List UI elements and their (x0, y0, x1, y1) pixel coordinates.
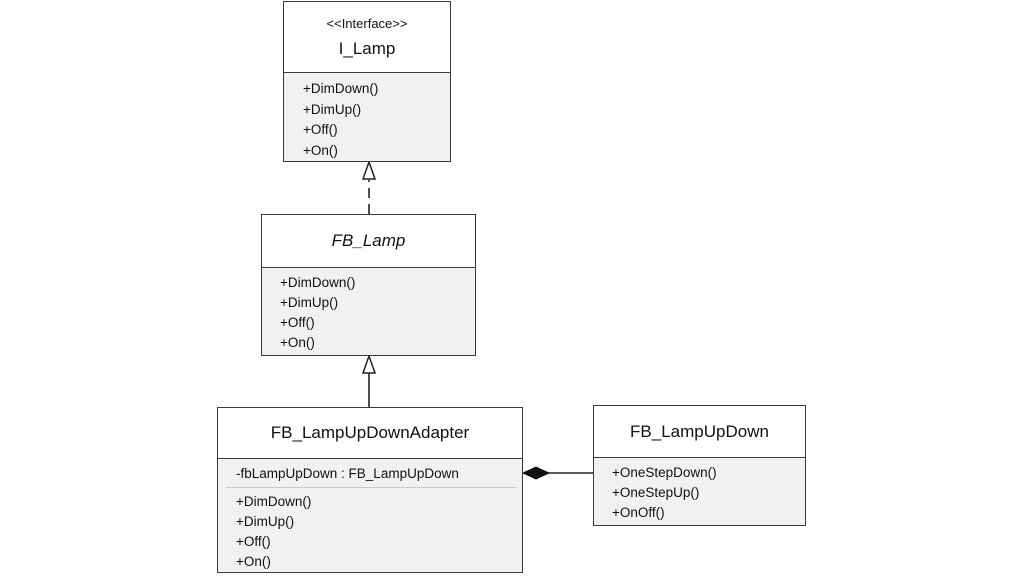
method-item: +DimUp() (280, 295, 339, 310)
method-item: +Off() (303, 122, 338, 137)
method-item: +DimUp() (303, 101, 362, 117)
method-item: +Off() (236, 534, 271, 549)
class-fb-lamp-up-down-name: FB_LampUpDown (630, 421, 769, 441)
method-item: +DimDown() (280, 275, 356, 290)
method-item: +OneStepDown() (612, 465, 717, 480)
class-fb-lamp-up-down-adapter-methods: +DimDown() +DimUp() +Off() +On() (236, 492, 522, 572)
class-fb-lamp-up-down: FB_LampUpDown +OneStepDown() +OneStepUp(… (593, 405, 806, 526)
method-item: +Off() (280, 315, 315, 330)
class-fb-lamp-up-down-header: FB_LampUpDown (594, 406, 805, 458)
generalization-arrowhead (361, 353, 377, 374)
method-item: +On() (236, 554, 271, 569)
class-i-lamp-header: <<Interface>> I_Lamp (284, 2, 450, 73)
class-fb-lamp: FB_Lamp +DimDown() +DimUp() +Off() +On() (261, 214, 476, 356)
class-fb-lamp-up-down-adapter-body: -fbLampUpDown : FB_LampUpDown +DimDown()… (218, 459, 522, 572)
class-i-lamp-name: I_Lamp (338, 38, 396, 58)
class-fb-lamp-up-down-adapter-name: FB_LampUpDownAdapter (270, 423, 470, 442)
class-fb-lamp-up-down-adapter-header: FB_LampUpDownAdapter (218, 408, 522, 459)
realization-arrowhead (361, 159, 377, 180)
class-i-lamp: <<Interface>> I_Lamp +DimDown() +DimUp()… (283, 1, 451, 162)
class-i-lamp-stereotype: <<Interface>> (326, 15, 408, 31)
attribute-item: -fbLampUpDown : FB_LampUpDown (236, 466, 459, 481)
method-item: +OneStepUp() (612, 485, 700, 500)
class-i-lamp-methods: +DimDown() +DimUp() +Off() +On() (284, 73, 450, 161)
method-item: +On() (280, 335, 315, 350)
method-item: +DimDown() (236, 494, 312, 509)
attribute-divider (226, 487, 516, 488)
class-fb-lamp-methods: +DimDown() +DimUp() +Off() +On() (262, 268, 475, 355)
method-item: +DimUp() (236, 514, 295, 529)
method-item: +OnOff() (612, 505, 665, 520)
class-fb-lamp-up-down-methods: +OneStepDown() +OneStepUp() +OnOff() (594, 458, 805, 525)
method-item: +DimDown() (303, 81, 379, 96)
class-fb-lamp-up-down-adapter: FB_LampUpDownAdapter -fbLampUpDown : FB_… (217, 407, 523, 573)
method-item: +On() (303, 142, 338, 158)
class-fb-lamp-header: FB_Lamp (262, 215, 475, 268)
class-fb-lamp-name: FB_Lamp (331, 231, 406, 250)
composition-diamond (521, 466, 551, 480)
